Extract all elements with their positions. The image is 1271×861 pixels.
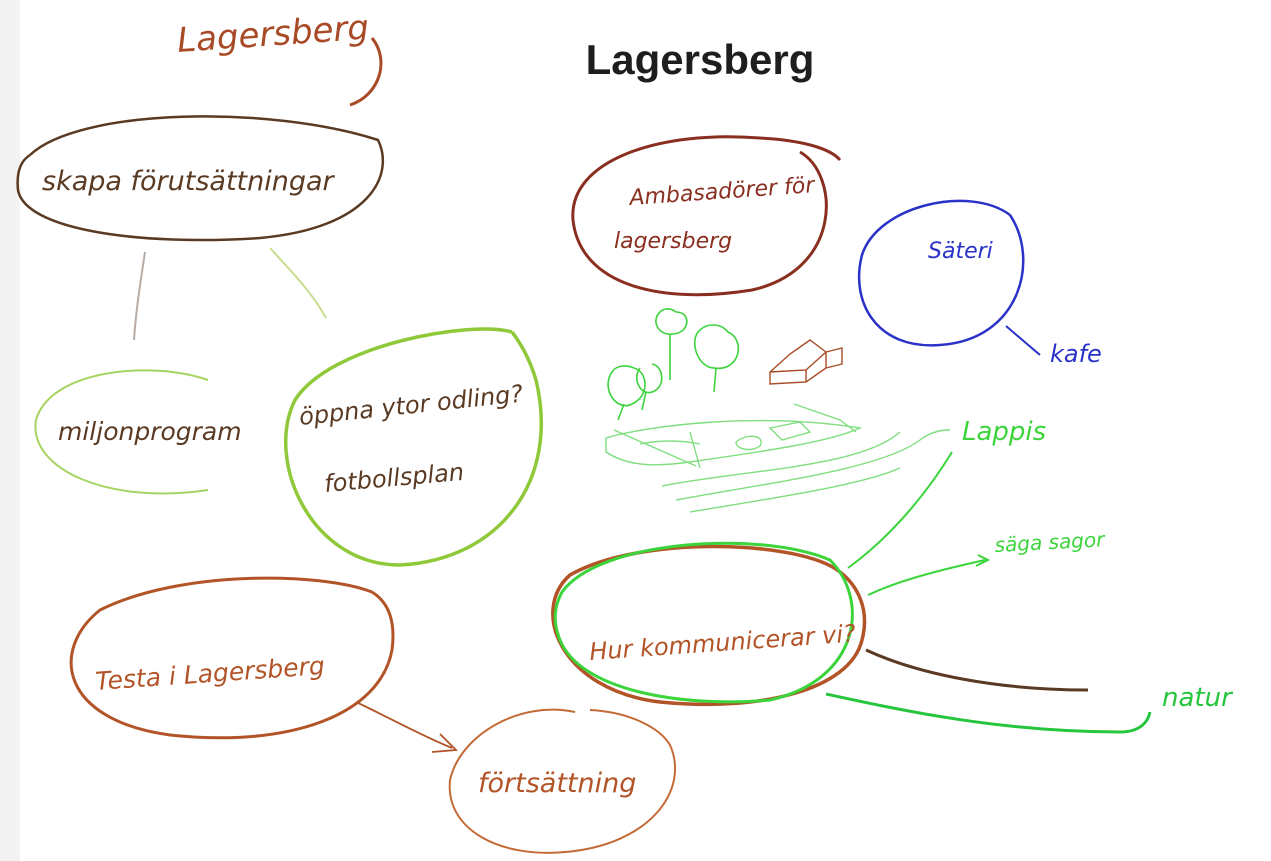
connector-lappis [847,451,953,569]
note-cafe: kafe [1050,340,1102,368]
note-tell-stories: säga sagor [994,527,1107,557]
bubble-open-spaces [284,327,543,567]
connector-million [133,251,146,341]
note-ambassadors-line2: lagersberg [614,229,732,254]
note-million-program: miljonprogram [58,417,242,446]
note-conditions: förtsättning [478,768,636,799]
note-ambassadors-line1: Ambasadörer för [627,173,817,211]
bubble-ambassadors [571,135,842,297]
note-create-conditions: skapa förutsättningar [42,166,336,197]
connector-open-spaces [269,247,327,319]
note-test-in: Testa i Lagersberg [94,651,325,696]
connector-brown [865,648,1089,692]
connector-tell-stories [867,559,986,596]
note-sauna: Säteri [928,239,993,264]
connector-cafe [1005,325,1041,356]
football-field-sketch-icon [605,403,951,513]
arrowhead-conditions [431,733,459,753]
note-football-field: fotbollsplan [323,458,465,498]
note-how-communicate: Hur kommunicerar vi? [588,619,856,666]
trees-sketch-icon [607,308,739,421]
bubble-conditions [448,708,676,854]
left-gutter [0,0,20,861]
note-nature: natur [1162,683,1234,713]
house-sketch-icon [769,339,843,385]
bubble-sauna [857,199,1025,347]
page-title: Lagersberg [585,36,815,83]
connector-arrow [355,701,453,749]
note-open-spaces: öppna ytor odling? [298,380,525,431]
bubble-create-conditions [16,115,385,242]
bubble-communicate-green [553,541,854,704]
corner-hook-stroke [349,37,383,107]
connector-nature [825,692,1152,734]
bubble-test-in [69,576,395,740]
note-lappis: Lappis [962,417,1046,447]
bubble-communicate-rust [551,544,867,707]
bubble-million-program [34,369,209,495]
note-corner-label: Lagersberg [176,8,370,61]
arrowhead-tell-stories [975,554,991,567]
